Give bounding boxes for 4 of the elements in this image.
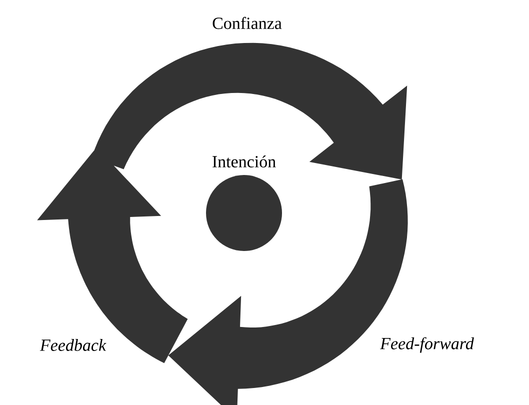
arrow-label: Confianza xyxy=(212,16,282,30)
arrow-label: Feedback xyxy=(40,339,106,351)
arrow-label: Feed-forward xyxy=(380,337,474,353)
node-label: Intención xyxy=(212,155,276,168)
